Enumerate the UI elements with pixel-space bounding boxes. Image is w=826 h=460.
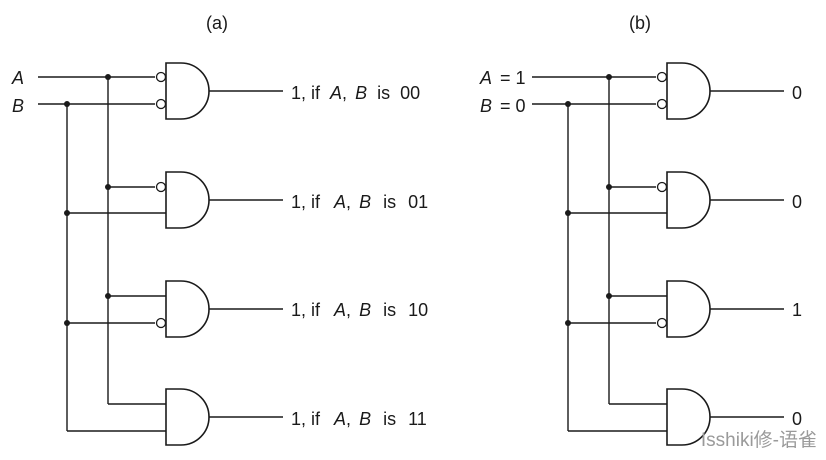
output-value-b-2: 0 [792, 192, 802, 212]
and-gate-2 [165, 171, 210, 229]
input-b-value-label: B = 0 [480, 96, 526, 116]
panel-b: A = 1 B = 0 [479, 62, 802, 446]
inverter-bubble [656, 71, 668, 83]
and-gate-b-2 [666, 171, 711, 229]
output-value-b-1: 0 [792, 83, 802, 103]
input-b-label: B [12, 96, 24, 116]
output-label-a-4: 1, if A, B is 11 [291, 409, 427, 429]
and-gate-4 [165, 388, 210, 446]
panel-b-title: (b) [629, 13, 651, 33]
and-gate-b-3 [666, 280, 711, 338]
inverter-bubble [155, 71, 167, 83]
and-gate-1 [165, 62, 210, 120]
inverter-bubble [155, 98, 167, 110]
panel-a-title: (a) [206, 13, 228, 33]
input-a-label: A [11, 68, 24, 88]
and-gate-b-1 [666, 62, 711, 120]
and-gate-b-4 [666, 388, 711, 446]
inverter-bubble [656, 181, 668, 193]
output-label-a-2: 1, if A, B is 01 [291, 192, 428, 212]
inverter-bubble [155, 317, 167, 329]
inverter-bubble [155, 181, 167, 193]
output-label-a-3: 1, if A, B is 10 [291, 300, 428, 320]
input-a-value-label: A = 1 [479, 68, 526, 88]
and-gate-3 [165, 280, 210, 338]
panel-a: A B [11, 62, 428, 446]
output-value-b-4: 0 [792, 409, 802, 429]
watermark: Isshiki修-语雀 [701, 429, 817, 451]
inverter-bubble [656, 317, 668, 329]
inverter-bubble [656, 98, 668, 110]
output-label-a-1: 1, if A, B is 00 [291, 83, 420, 103]
output-value-b-3: 1 [792, 300, 802, 320]
